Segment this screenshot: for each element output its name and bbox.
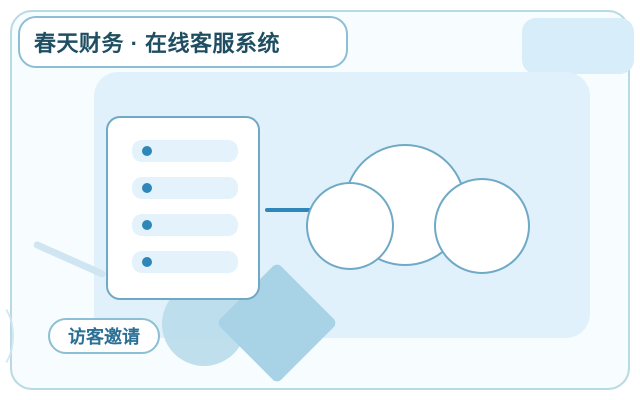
title-pill: 春天财务 · 在线客服系统 [18, 16, 348, 68]
list-row [132, 214, 238, 236]
bullet-dot-icon [142, 183, 152, 193]
cloud-icon [300, 140, 540, 280]
page-title: 春天财务 · 在线客服系统 [34, 31, 281, 56]
bullet-dot-icon [142, 220, 152, 230]
cloud-right-puff [434, 178, 530, 274]
list-row [132, 251, 238, 273]
bullet-dot-icon [142, 146, 152, 156]
list-row [132, 177, 238, 199]
decorative-left-arc [0, 302, 14, 370]
list-card [106, 116, 260, 300]
connector-line [265, 208, 331, 212]
list-row [132, 140, 238, 162]
cloud-left-puff [306, 182, 394, 270]
visitor-invite-label: 访客邀请 [68, 327, 140, 347]
top-right-placeholder-card [522, 18, 634, 74]
visitor-invite-button[interactable]: 访客邀请 [48, 318, 160, 354]
bullet-dot-icon [142, 257, 152, 267]
